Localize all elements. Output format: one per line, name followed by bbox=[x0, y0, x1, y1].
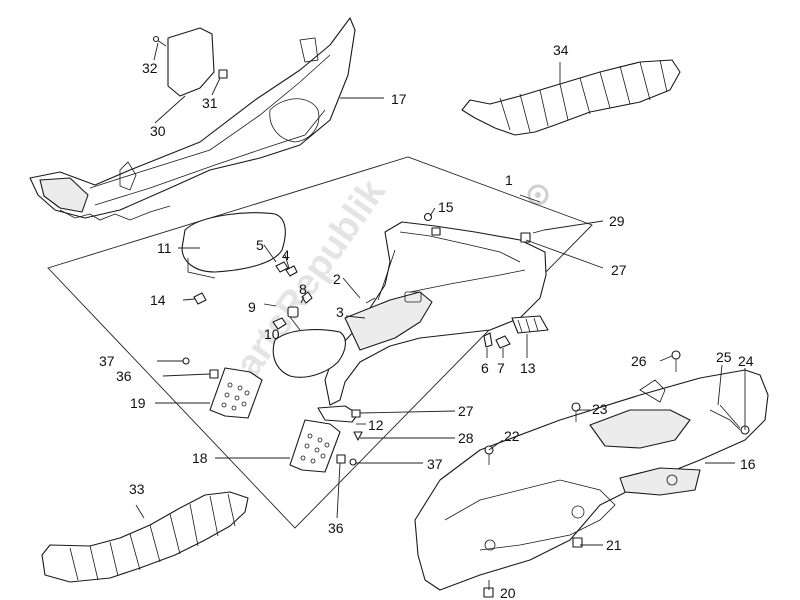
part-8-spring bbox=[301, 291, 313, 304]
callout-7: 7 bbox=[497, 360, 505, 376]
callout-36-a: 36 bbox=[116, 368, 132, 384]
part-16-floor-panel bbox=[414, 369, 769, 591]
part-5-clip-b bbox=[275, 261, 289, 273]
callout-36-b: 36 bbox=[328, 520, 344, 536]
callout-32: 32 bbox=[142, 60, 158, 76]
callout-37-a: 37 bbox=[99, 353, 115, 369]
callout-20: 20 bbox=[500, 585, 516, 600]
part-20-clip bbox=[483, 587, 494, 598]
callout-25: 25 bbox=[716, 349, 732, 365]
part-33-rubber-strip bbox=[41, 491, 249, 583]
callout-9: 9 bbox=[248, 299, 256, 315]
part-19-footrest-plate bbox=[209, 367, 263, 419]
part-10-clip bbox=[287, 306, 299, 318]
part-15-clip bbox=[431, 227, 441, 236]
callout-22: 22 bbox=[504, 428, 520, 444]
part-9-pin bbox=[263, 303, 277, 307]
callout-37-b: 37 bbox=[427, 456, 443, 472]
part-13-grille bbox=[511, 315, 549, 334]
callout-1: 1 bbox=[505, 172, 513, 188]
callout-12: 12 bbox=[368, 417, 384, 433]
leader-lines bbox=[135, 42, 746, 590]
part-37-screw-a bbox=[182, 357, 190, 365]
part-18-footrest-plate bbox=[289, 419, 341, 473]
part-14-spring bbox=[193, 292, 207, 305]
fasteners bbox=[182, 212, 750, 598]
callout-30: 30 bbox=[150, 123, 166, 139]
callout-28: 28 bbox=[458, 430, 474, 446]
part-5-clip bbox=[272, 317, 287, 330]
callout-26: 26 bbox=[631, 353, 647, 369]
part-26-screw bbox=[671, 350, 681, 360]
gear-icon bbox=[527, 184, 549, 206]
callout-18: 18 bbox=[192, 450, 208, 466]
part-7-clip bbox=[495, 335, 511, 349]
part-6-spring bbox=[483, 332, 493, 348]
callout-15: 15 bbox=[438, 199, 454, 215]
callout-13: 13 bbox=[520, 360, 536, 376]
callout-11: 11 bbox=[157, 240, 172, 256]
part-36-clip-b bbox=[336, 454, 346, 464]
callout-6: 6 bbox=[481, 360, 489, 376]
callout-16: 16 bbox=[740, 456, 756, 472]
callout-23: 23 bbox=[592, 401, 608, 417]
part-3-tunnel-pad bbox=[272, 329, 346, 378]
callout-34: 34 bbox=[553, 42, 569, 58]
callout-3: 3 bbox=[336, 304, 344, 320]
callout-21: 21 bbox=[606, 537, 622, 553]
part-25-rod bbox=[719, 404, 741, 429]
part-27-clip-b bbox=[351, 409, 361, 418]
part-32-screw bbox=[152, 35, 167, 47]
callout-14: 14 bbox=[150, 292, 166, 308]
callout-24: 24 bbox=[738, 353, 754, 369]
callout-17: 17 bbox=[391, 91, 407, 107]
part-34-rubber-strip bbox=[461, 59, 681, 136]
part-28-nut bbox=[353, 431, 363, 441]
part-2-screw bbox=[365, 297, 376, 304]
callout-2: 2 bbox=[333, 271, 341, 287]
callout-27-a: 27 bbox=[611, 262, 627, 278]
part-27-clip-top bbox=[520, 232, 531, 243]
callout-31: 31 bbox=[202, 95, 218, 111]
part-4-spring bbox=[285, 265, 298, 277]
callout-labels: 1 2 3 4 5 6 7 8 9 10 11 12 13 14 15 16 1… bbox=[99, 42, 756, 600]
part-12-bracket bbox=[317, 405, 359, 423]
assembly-frame bbox=[47, 156, 593, 529]
callout-5: 5 bbox=[256, 237, 264, 253]
part-31-clip bbox=[218, 69, 228, 79]
part-36-clip-a bbox=[209, 369, 219, 379]
callout-4: 4 bbox=[282, 247, 290, 263]
callout-33: 33 bbox=[129, 481, 145, 497]
callout-10: 10 bbox=[264, 326, 280, 342]
part-15-cap bbox=[423, 212, 433, 222]
part-17-front-shield bbox=[29, 17, 356, 221]
callout-27-b: 27 bbox=[458, 403, 474, 419]
callout-8: 8 bbox=[299, 281, 307, 297]
part-21-clip bbox=[572, 537, 583, 548]
part-30-panel bbox=[167, 27, 215, 97]
callout-29: 29 bbox=[609, 213, 625, 229]
callout-19: 19 bbox=[130, 395, 146, 411]
part-11-pad bbox=[181, 212, 286, 279]
part-1-central-tunnel bbox=[324, 221, 547, 406]
part-37-screw-b bbox=[349, 458, 357, 466]
